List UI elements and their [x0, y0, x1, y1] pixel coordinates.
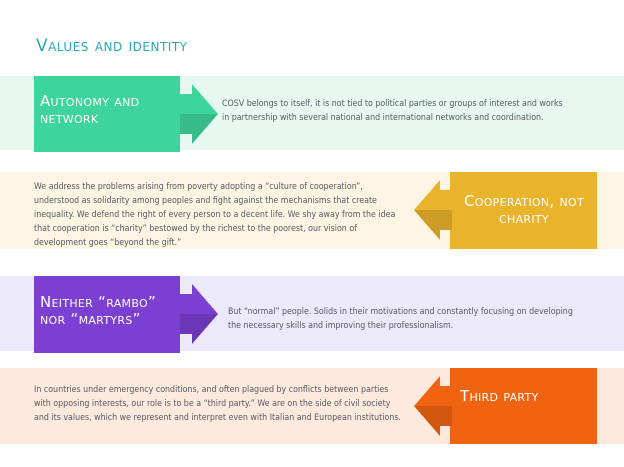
description-cooperation: We address the problems arising from pov… [34, 182, 396, 248]
heading-card-autonomy: Autonomy and network [34, 76, 180, 152]
heading-card-cooperation: Cooperation, not charity [450, 172, 597, 249]
arrow-left-icon [414, 180, 452, 240]
heading-third-party: Third party [460, 387, 539, 405]
description-third-party: In countries under emergency conditions,… [34, 385, 401, 423]
arrow-left-icon [414, 376, 452, 436]
heading-autonomy: Autonomy and network [40, 92, 140, 127]
arrow-right-icon [180, 284, 218, 344]
arrow-right-icon [180, 84, 218, 144]
heading-card-neither: Neither “rambo” nor “martyrs” [34, 276, 180, 353]
heading-card-third-party: Third party [450, 368, 597, 444]
page-title: Values and identity [36, 36, 188, 56]
heading-cooperation: Cooperation, not charity [463, 192, 585, 227]
description-autonomy: COSV belongs to itself, it is not tied t… [222, 99, 563, 123]
description-neither: But “normal” people. Solids in their mot… [228, 307, 573, 331]
heading-neither: Neither “rambo” nor “martyrs” [40, 293, 157, 328]
